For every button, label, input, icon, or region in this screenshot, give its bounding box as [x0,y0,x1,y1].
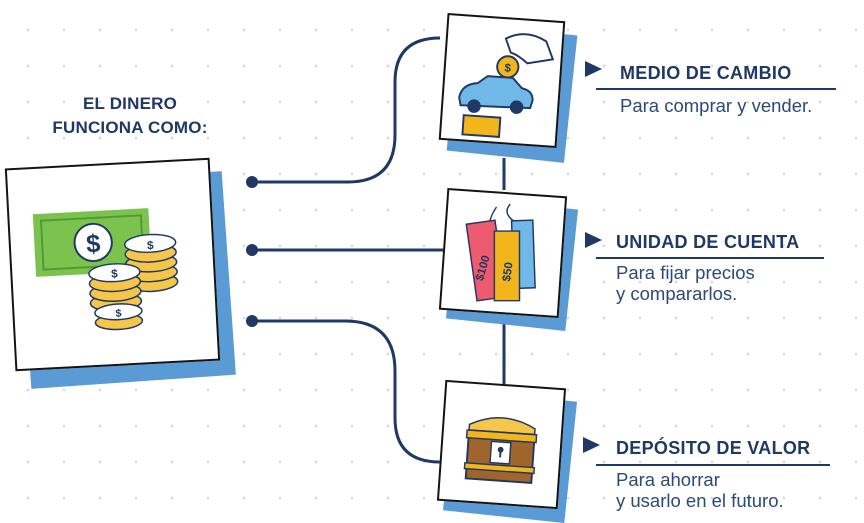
connector-dot-bottom [246,315,258,327]
treasure-chest-icon [463,417,538,484]
title-line-2: FUNCIONA COMO: [52,118,208,137]
connector-top [252,36,441,184]
heading-underline [596,88,836,90]
arrow-icon [585,61,602,77]
desc-deposito-de-valor: Para ahorrar y usarlo en el futuro. [616,469,784,511]
desc-line: Para fijar precios [616,262,755,283]
svg-text:$: $ [85,230,101,259]
svg-text:$: $ [147,239,155,252]
desc-unidad-de-cuenta: Para fijar precios y compararlos. [616,262,755,304]
connector-dot-top [246,176,258,188]
svg-text:$: $ [115,308,122,320]
svg-text:$: $ [504,62,512,74]
connector-dot-middle [246,244,258,256]
heading-underline [596,257,824,259]
desc-line: Para ahorrar [616,469,720,490]
arrow-icon [585,232,602,248]
heading-deposito-de-valor: DEPÓSITO DE VALOR [616,438,811,458]
tag-50: $50 [500,261,516,282]
hand-coin-car-icon: $ [458,33,555,138]
svg-text:$: $ [111,267,119,280]
connector-bottom [252,319,441,464]
desc-line: y compararlos. [616,283,738,304]
arrow-icon [583,437,600,453]
heading-underline [596,464,830,466]
desc-line: Para comprar y vender. [620,95,813,116]
heading-unidad-de-cuenta: UNIDAD DE CUENTA [616,232,800,252]
money-coins-icon: $ $ $ $ [32,208,179,331]
desc-line: y usarlo en el futuro. [616,490,784,511]
price-tags-icon: $100 $50 [465,203,536,302]
desc-medio-de-cambio: Para comprar y vender. [620,95,812,116]
diagram-title: EL DINERO FUNCIONA COMO: [30,92,230,140]
heading-medio-de-cambio: MEDIO DE CAMBIO [620,63,792,83]
title-line-1: EL DINERO [82,94,178,113]
